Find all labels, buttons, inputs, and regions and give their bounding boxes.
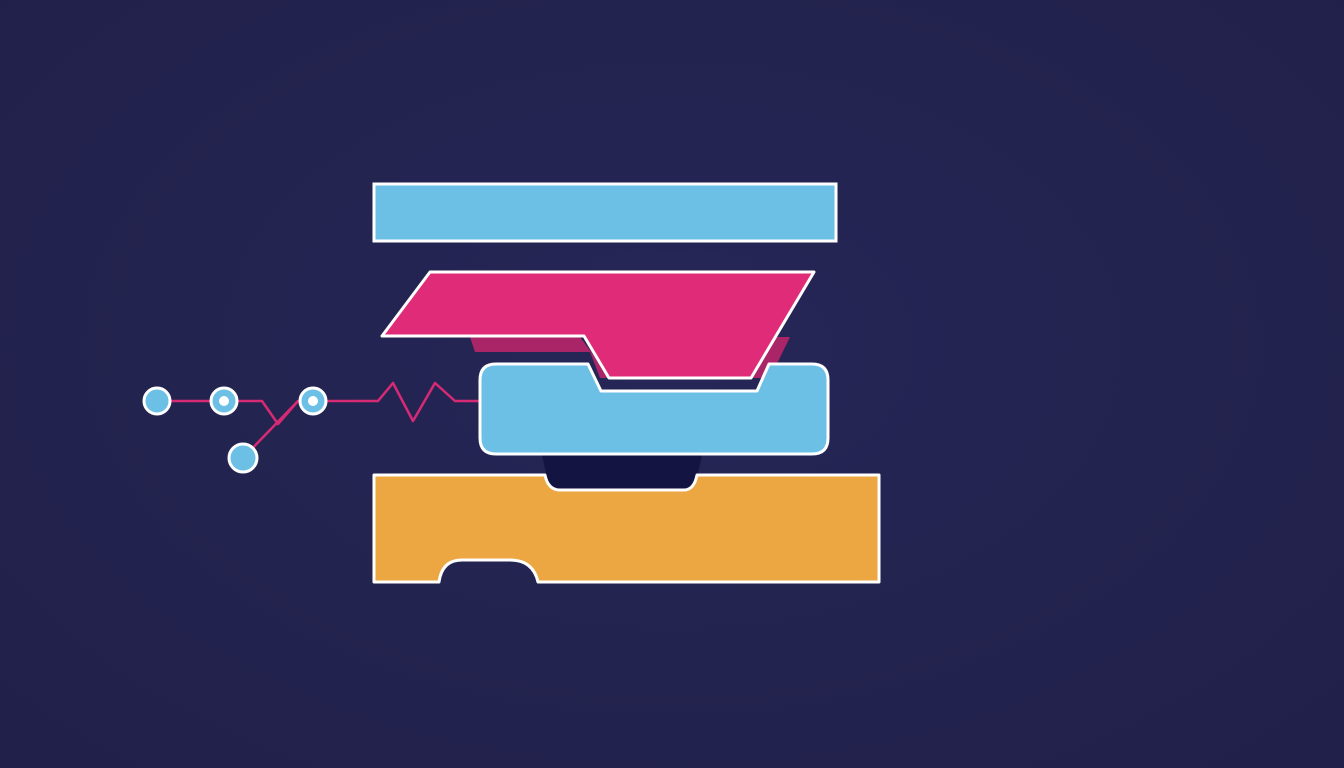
- circuit-node-3-center: [308, 396, 318, 406]
- orange-slotted-block: [372, 473, 881, 584]
- blue-rounded-block: [478, 362, 830, 456]
- pink-angled-block: [380, 270, 816, 380]
- circuit-main-line: [157, 381, 482, 426]
- dark-tab: [540, 446, 704, 490]
- pink-block-shadow: [470, 337, 790, 378]
- circuit-node-2-center: [219, 396, 229, 406]
- top-blue-bar: [372, 182, 838, 243]
- circuit-node-4: [227, 442, 259, 474]
- pink-block-face: [380, 270, 816, 380]
- circuit-connector: [142, 381, 482, 474]
- circuit-node-1: [142, 386, 172, 416]
